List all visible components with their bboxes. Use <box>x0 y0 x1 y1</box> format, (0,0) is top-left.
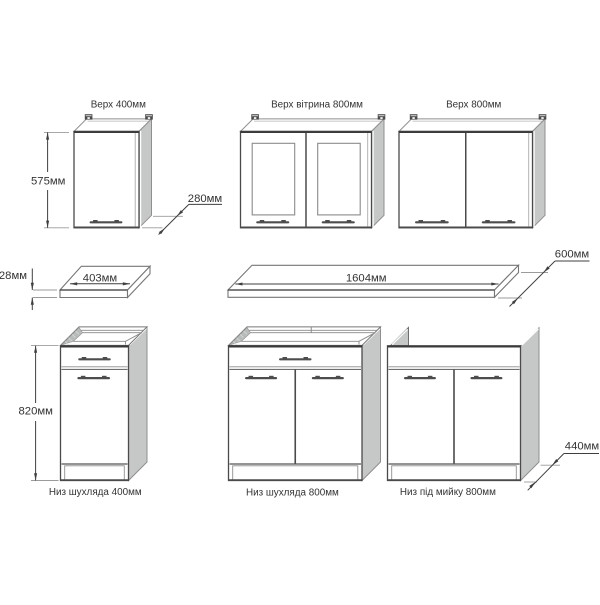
svg-text:403мм: 403мм <box>83 272 117 284</box>
svg-text:Низ шухляда 800мм: Низ шухляда 800мм <box>246 487 339 498</box>
svg-text:28мм: 28мм <box>0 270 27 282</box>
svg-text:820мм: 820мм <box>19 406 53 418</box>
svg-text:Верх вітрина 800мм: Верх вітрина 800мм <box>271 100 363 111</box>
svg-text:600мм: 600мм <box>555 249 589 261</box>
svg-text:440мм: 440мм <box>565 440 599 452</box>
svg-text:Низ під мийку 800мм: Низ під мийку 800мм <box>400 487 496 498</box>
svg-text:Верх 800мм: Верх 800мм <box>446 100 501 111</box>
svg-text:1604мм: 1604мм <box>346 272 387 284</box>
svg-text:575мм: 575мм <box>31 176 65 188</box>
svg-text:280мм: 280мм <box>188 193 222 205</box>
svg-text:Низ шухляда 400мм: Низ шухляда 400мм <box>49 487 142 498</box>
svg-text:Верх 400мм: Верх 400мм <box>91 100 146 111</box>
